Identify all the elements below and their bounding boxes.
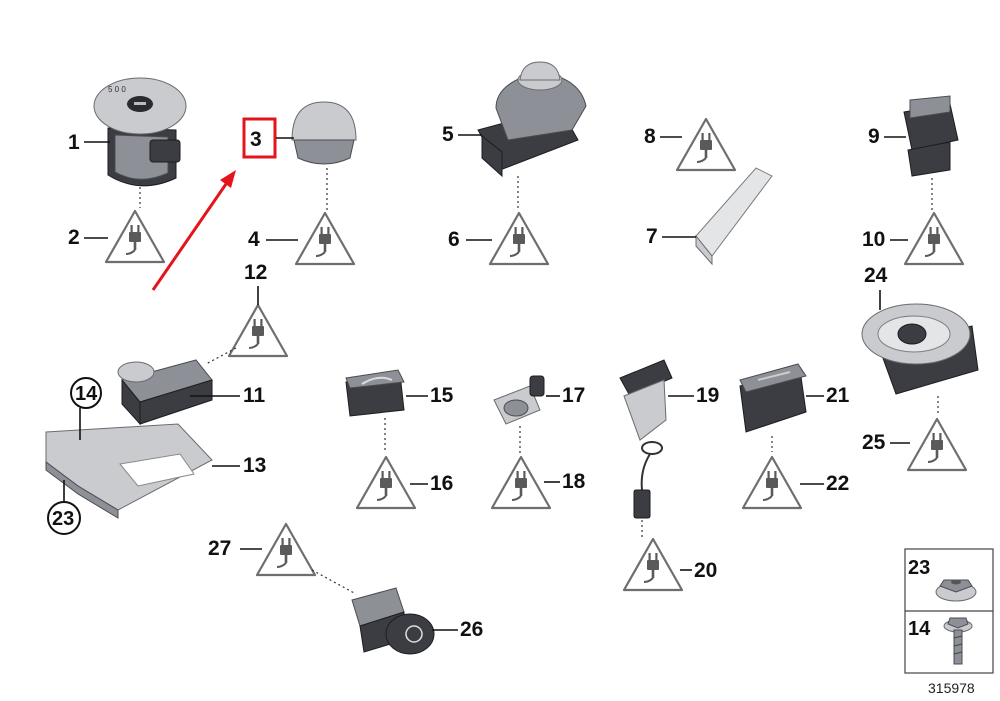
- warning-icon-8: [675, 117, 737, 172]
- callout-8[interactable]: 8: [644, 125, 656, 148]
- callout-4[interactable]: 4: [248, 228, 260, 251]
- callout-3[interactable]: 3: [250, 128, 262, 151]
- warning-icon-6: [488, 211, 550, 266]
- highlight-box-part-3: [242, 117, 277, 159]
- part-19-sensor-cable: [619, 359, 673, 519]
- callout-12[interactable]: 12: [244, 261, 267, 284]
- warning-icon-16: [355, 455, 417, 510]
- callout-5[interactable]: 5: [442, 123, 454, 146]
- bolt-icon: [943, 617, 973, 665]
- warning-icon-18: [490, 455, 552, 510]
- legend-nut-number: 23: [908, 557, 930, 579]
- part-3-dome-sensor: [291, 101, 357, 165]
- callout-22[interactable]: 22: [826, 472, 849, 495]
- callout-18[interactable]: 18: [562, 470, 586, 493]
- part-5-mirror-switch: [477, 61, 587, 178]
- nut-icon: [935, 579, 977, 602]
- callout-21[interactable]: 21: [826, 384, 850, 407]
- callout-26[interactable]: 26: [460, 618, 483, 641]
- callout-17[interactable]: 17: [562, 384, 585, 407]
- part-9-connector: [903, 95, 959, 177]
- part-17-clip: [493, 375, 545, 425]
- callout-11[interactable]: 11: [243, 384, 266, 407]
- warning-icon-22: [741, 455, 803, 510]
- part-24-oval-switch: [861, 303, 979, 395]
- legend-bolt-number: 14: [908, 618, 931, 640]
- warning-icon-20: [622, 537, 684, 592]
- warning-icon-10: [903, 211, 965, 266]
- callout-6[interactable]: 6: [448, 228, 460, 251]
- warning-icon-27: [255, 522, 317, 577]
- callout-2[interactable]: 2: [68, 226, 80, 249]
- part-13-bracket: [45, 423, 213, 519]
- part-15-switch: [345, 369, 405, 417]
- fastener-legend: 23 14: [904, 548, 994, 674]
- warning-icon-2: [104, 209, 166, 264]
- part-26-round-switch: [351, 587, 435, 655]
- callout-13[interactable]: 13: [243, 454, 266, 477]
- callout-25[interactable]: 25: [862, 431, 886, 454]
- callout-23[interactable]: 23: [52, 508, 74, 530]
- callout-19[interactable]: 19: [696, 384, 719, 407]
- svg-text:5 0 0: 5 0 0: [108, 85, 126, 94]
- callout-7[interactable]: 7: [646, 225, 658, 248]
- callout-27[interactable]: 27: [208, 537, 231, 560]
- part-7-module: [695, 167, 773, 266]
- part-1-ignition-lock: 5 0 0: [93, 77, 187, 187]
- callout-10[interactable]: 10: [862, 228, 885, 251]
- callout-9[interactable]: 9: [868, 125, 880, 148]
- warning-icon-12: [227, 303, 289, 358]
- callout-24[interactable]: 24: [864, 264, 888, 287]
- highlight-arrow: [151, 183, 228, 291]
- warning-icon-25: [906, 417, 968, 472]
- callout-20[interactable]: 20: [694, 559, 717, 582]
- callout-14[interactable]: 14: [75, 383, 98, 405]
- callout-circle-14: [70, 377, 102, 409]
- callout-15[interactable]: 15: [430, 384, 454, 407]
- part-11-switch: [117, 359, 213, 426]
- diagram-reference-number: 315978: [928, 680, 975, 696]
- callout-16[interactable]: 16: [430, 472, 453, 495]
- callout-1[interactable]: 1: [68, 131, 80, 154]
- part-21-switch: [739, 363, 807, 433]
- warning-icon-4: [294, 211, 356, 266]
